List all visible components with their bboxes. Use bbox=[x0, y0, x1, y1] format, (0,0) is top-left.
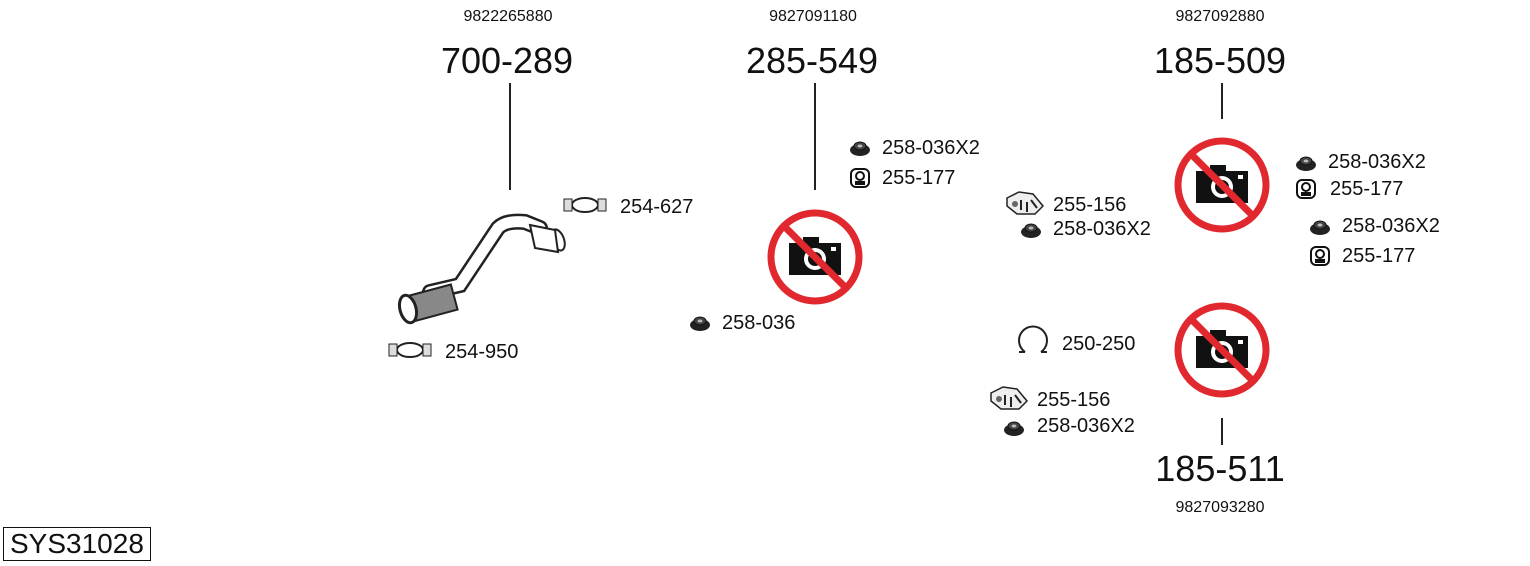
oe-number: 9827092880 bbox=[1175, 8, 1265, 25]
accessory-label[interactable]: 255-177 bbox=[882, 167, 956, 189]
hanger-icon bbox=[850, 168, 870, 188]
part-code[interactable]: 700-289 bbox=[440, 40, 574, 81]
oe-number: 9827091180 bbox=[769, 8, 857, 25]
accessory-label[interactable]: 255-177 bbox=[1330, 178, 1404, 200]
nut-icon bbox=[689, 316, 711, 332]
accessory-label[interactable]: 258-036 bbox=[722, 312, 796, 334]
accessory-label[interactable]: 258-036X2 bbox=[1053, 218, 1151, 240]
leader-line bbox=[814, 83, 816, 190]
accessory-label[interactable]: 250-250 bbox=[1062, 333, 1136, 355]
oe-number: 9827093280 bbox=[1175, 499, 1265, 516]
leader-line bbox=[1221, 83, 1223, 119]
nut-icon bbox=[1020, 223, 1042, 239]
accessory-label[interactable]: 254-627 bbox=[620, 196, 694, 218]
hanger-icon bbox=[1310, 246, 1330, 266]
accessory-label[interactable]: 254-950 bbox=[445, 341, 519, 363]
no-photo-icon bbox=[1222, 350, 1223, 351]
nut-icon bbox=[849, 141, 871, 157]
bracket-icon bbox=[990, 386, 1028, 410]
accessory-label[interactable]: 255-156 bbox=[1053, 194, 1127, 216]
accessory-label[interactable]: 258-036X2 bbox=[1328, 151, 1426, 173]
part-code[interactable]: 285-549 bbox=[745, 40, 879, 81]
pipe-drawing[interactable] bbox=[380, 210, 580, 330]
bracket-icon bbox=[1006, 191, 1044, 215]
nut-icon bbox=[1309, 220, 1331, 236]
accessory-label[interactable]: 258-036X2 bbox=[1037, 415, 1135, 437]
ring-clamp-icon bbox=[1018, 325, 1048, 353]
accessory-label[interactable]: 255-156 bbox=[1037, 389, 1111, 411]
oe-number: 9822265880 bbox=[463, 8, 553, 25]
no-photo-icon bbox=[815, 257, 816, 258]
clamp-icon bbox=[388, 342, 432, 358]
part-code[interactable]: 185-511 bbox=[1155, 448, 1285, 489]
accessory-label[interactable]: 258-036X2 bbox=[882, 137, 980, 159]
nut-icon bbox=[1295, 156, 1317, 172]
no-photo-icon bbox=[1222, 185, 1223, 186]
accessory-label[interactable]: 255-177 bbox=[1342, 245, 1416, 267]
leader-line bbox=[509, 83, 511, 190]
system-id-box: SYS31028 bbox=[3, 527, 151, 561]
hanger-icon bbox=[1296, 179, 1316, 199]
part-code[interactable]: 185-509 bbox=[1153, 40, 1287, 81]
leader-line bbox=[1221, 418, 1223, 445]
accessory-label[interactable]: 258-036X2 bbox=[1342, 215, 1440, 237]
clamp-icon bbox=[563, 197, 607, 213]
nut-icon bbox=[1003, 421, 1025, 437]
